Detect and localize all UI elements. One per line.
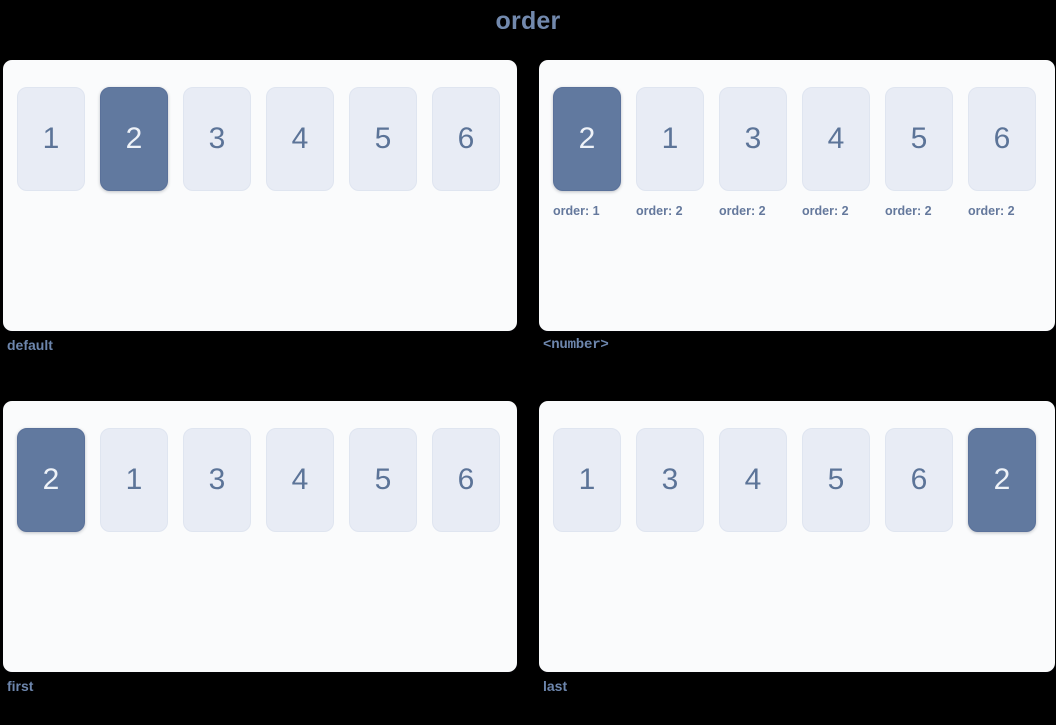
order-value-label: order: 2 — [968, 204, 1015, 218]
flex-item-box[interactable]: 4 — [802, 87, 870, 191]
flex-item-box[interactable]: 6 — [432, 428, 500, 532]
flex-item: 6 — [432, 87, 500, 191]
flex-item: 2 — [968, 428, 1036, 532]
flex-item: 2 — [17, 428, 85, 532]
flex-item: 2 order: 1 — [553, 87, 621, 219]
flex-item: 1 — [553, 428, 621, 532]
flex-container-demo: 2 order: 1 1 order: 2 3 order: 2 4 order: 2 5 ord… — [539, 60, 1055, 331]
flex-item-box[interactable]: 3 — [636, 428, 704, 532]
flex-item-box-highlighted[interactable]: 2 — [553, 87, 621, 191]
flex-item: 4 order: 2 — [802, 87, 870, 219]
flex-item-box[interactable]: 6 — [968, 87, 1036, 191]
flex-item-box[interactable]: 4 — [266, 428, 334, 532]
page-title: order — [495, 7, 561, 35]
flex-item: 6 — [432, 428, 500, 532]
flex-item-box[interactable]: 3 — [719, 87, 787, 191]
items-row: 2 order: 1 1 order: 2 3 order: 2 4 order: 2 5 ord… — [553, 87, 1055, 219]
flex-item: 5 order: 2 — [885, 87, 953, 219]
flex-item: 4 — [266, 428, 334, 532]
flex-item: 3 — [636, 428, 704, 532]
panel-caption: <number> — [543, 337, 609, 353]
flex-item: 6 — [885, 428, 953, 532]
flex-item: 1 order: 2 — [636, 87, 704, 219]
panel-caption: first — [7, 678, 34, 694]
flex-item-box[interactable]: 1 — [636, 87, 704, 191]
panel-caption: default — [7, 337, 53, 353]
flex-item-box[interactable]: 5 — [349, 428, 417, 532]
flex-item: 2 — [100, 87, 168, 191]
flex-item-box-highlighted[interactable]: 2 — [17, 428, 85, 532]
flex-item-box[interactable]: 4 — [719, 428, 787, 532]
order-value-label: order: 2 — [636, 204, 683, 218]
flex-item-box[interactable]: 1 — [17, 87, 85, 191]
flex-item-box[interactable]: 5 — [885, 87, 953, 191]
flex-item: 1 — [100, 428, 168, 532]
flex-item: 6 order: 2 — [968, 87, 1036, 219]
flex-item-box[interactable]: 1 — [100, 428, 168, 532]
order-value-label: order: 2 — [885, 204, 932, 218]
order-value-label: order: 2 — [802, 204, 849, 218]
flex-item-box[interactable]: 3 — [183, 428, 251, 532]
flex-item: 4 — [719, 428, 787, 532]
flex-item: 3 — [183, 87, 251, 191]
flex-item: 3 order: 2 — [719, 87, 787, 219]
flex-item-box[interactable]: 6 — [432, 87, 500, 191]
panel-cell-number: 2 order: 1 1 order: 2 3 order: 2 4 order: 2 5 ord… — [539, 60, 1055, 358]
flex-item: 3 — [183, 428, 251, 532]
flex-item-box[interactable]: 3 — [183, 87, 251, 191]
flex-item-box[interactable]: 1 — [553, 428, 621, 532]
flex-item-box-highlighted[interactable]: 2 — [100, 87, 168, 191]
order-value-label: order: 2 — [719, 204, 766, 218]
order-value-label: order: 1 — [553, 204, 600, 218]
flex-item: 5 — [349, 87, 417, 191]
flex-item: 5 — [802, 428, 870, 532]
flex-item-box-highlighted[interactable]: 2 — [968, 428, 1036, 532]
flex-item: 1 — [17, 87, 85, 191]
flex-item-box[interactable]: 4 — [266, 87, 334, 191]
flex-item-box[interactable]: 6 — [885, 428, 953, 532]
flex-item: 5 — [349, 428, 417, 532]
flex-item-box[interactable]: 5 — [349, 87, 417, 191]
flex-item-box[interactable]: 5 — [802, 428, 870, 532]
panel-caption: last — [543, 678, 568, 694]
flex-item: 4 — [266, 87, 334, 191]
